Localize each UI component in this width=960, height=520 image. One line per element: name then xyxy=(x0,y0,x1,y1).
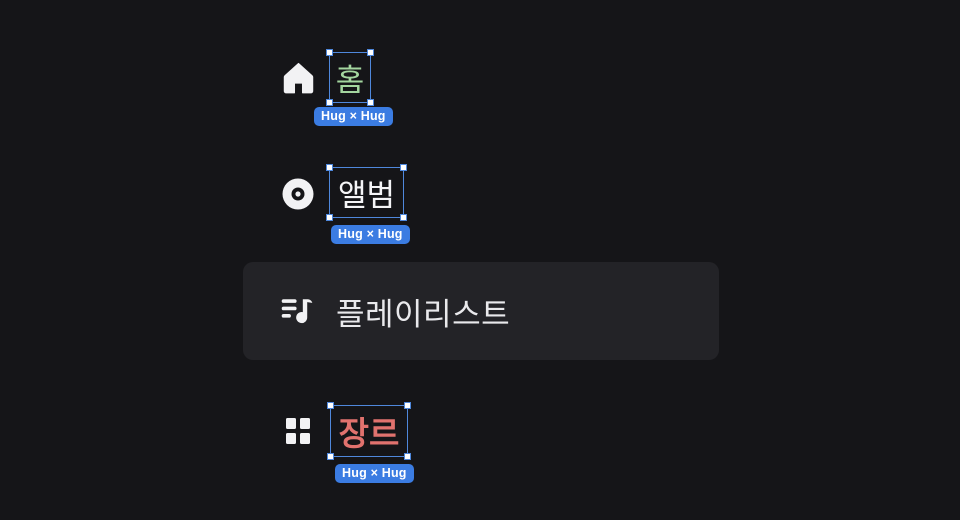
sidebar-item-album-label[interactable]: 앨범 xyxy=(337,178,396,213)
selection-handle-bottom-left[interactable] xyxy=(326,99,333,106)
selection-handle-bottom-right[interactable] xyxy=(400,214,407,221)
size-badge-album: Hug × Hug xyxy=(331,225,410,244)
selection-box-home[interactable]: 홈 xyxy=(326,49,374,106)
playlist-icon xyxy=(281,296,315,326)
selection-handle-bottom-right[interactable] xyxy=(404,453,411,460)
selection-handle-bottom-right[interactable] xyxy=(367,99,374,106)
grid-icon xyxy=(286,418,310,444)
selection-handle-top-right[interactable] xyxy=(404,402,411,409)
selection-handle-bottom-left[interactable] xyxy=(327,453,334,460)
selection-handle-top-left[interactable] xyxy=(326,164,333,171)
sidebar-item-genre-label[interactable]: 장르 xyxy=(338,415,400,452)
disc-icon xyxy=(282,178,314,210)
selection-handle-bottom-left[interactable] xyxy=(326,214,333,221)
selection-handle-top-left[interactable] xyxy=(326,49,333,56)
size-badge-home: Hug × Hug xyxy=(314,107,393,126)
selection-handle-top-right[interactable] xyxy=(400,164,407,171)
selection-box-genre[interactable]: 장르 xyxy=(327,402,411,460)
sidebar-item-playlist[interactable]: 플레이리스트 xyxy=(243,262,719,360)
selection-handle-top-left[interactable] xyxy=(327,402,334,409)
selection-handle-top-right[interactable] xyxy=(367,49,374,56)
size-badge-genre: Hug × Hug xyxy=(335,464,414,483)
sidebar-item-playlist-label[interactable]: 플레이리스트 xyxy=(336,296,511,332)
selection-box-album[interactable]: 앨범 xyxy=(326,164,407,221)
sidebar-item-home-label[interactable]: 홈 xyxy=(335,63,365,98)
home-icon xyxy=(283,60,314,95)
